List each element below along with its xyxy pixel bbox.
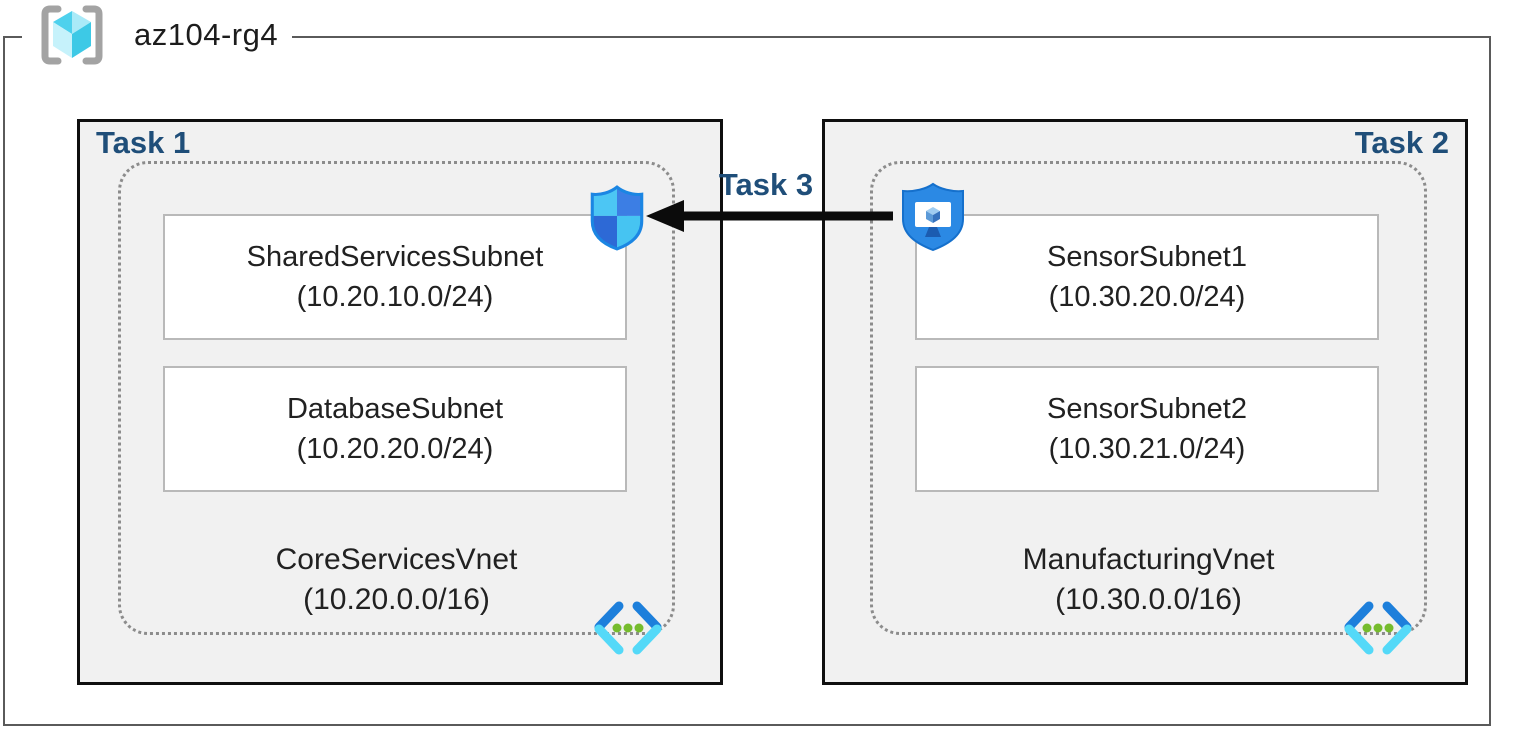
subnet-name: SensorSubnet2 bbox=[1047, 393, 1247, 425]
virtual-network-icon bbox=[594, 601, 662, 655]
vnet-cidr: (10.20.0.0/16) bbox=[303, 583, 490, 616]
database-subnet-box: DatabaseSubnet (10.20.20.0/24) bbox=[163, 366, 627, 492]
coreservicesvnet-label: CoreServicesVnet (10.20.0.0/16) bbox=[118, 540, 675, 620]
vnet-name: CoreServicesVnet bbox=[275, 543, 518, 576]
sharedservices-subnet-box: SharedServicesSubnet (10.20.10.0/24) bbox=[163, 214, 627, 340]
resource-group-name: az104-rg4 bbox=[134, 17, 279, 52]
vnet-cidr: (10.30.0.0/16) bbox=[1055, 583, 1242, 616]
sensor-subnet1-box: SensorSubnet1 (10.30.20.0/24) bbox=[915, 214, 1379, 340]
sensor-subnet2-box: SensorSubnet2 (10.30.21.0/24) bbox=[915, 366, 1379, 492]
task2-label: Task 2 bbox=[1354, 125, 1449, 160]
manufacturingvnet-boundary bbox=[870, 161, 1427, 635]
network-security-shield-icon bbox=[590, 185, 644, 251]
vnet-name: ManufacturingVnet bbox=[1022, 543, 1275, 576]
subnet-name: SharedServicesSubnet bbox=[246, 241, 544, 273]
subnet-name: SensorSubnet1 bbox=[1047, 241, 1247, 273]
coreservicesvnet-boundary bbox=[118, 161, 675, 635]
resource-group-legend: az104-rg4 bbox=[22, 2, 293, 68]
resource-group-icon bbox=[41, 5, 103, 65]
subnet-name: DatabaseSubnet bbox=[286, 393, 504, 425]
subnet-cidr: (10.20.10.0/24) bbox=[296, 281, 494, 313]
subnet-cidr: (10.20.20.0/24) bbox=[296, 433, 494, 465]
subnet-cidr: (10.30.20.0/24) bbox=[1048, 281, 1246, 313]
bastion-icon bbox=[902, 182, 964, 252]
task3-label: Task 3 bbox=[718, 167, 814, 202]
resource-group-boundary bbox=[3, 36, 1491, 726]
manufacturingvnet-label: ManufacturingVnet (10.30.0.0/16) bbox=[870, 540, 1427, 620]
virtual-network-icon bbox=[1344, 601, 1412, 655]
task1-label: Task 1 bbox=[96, 125, 191, 160]
subnet-cidr: (10.30.21.0/24) bbox=[1048, 433, 1246, 465]
